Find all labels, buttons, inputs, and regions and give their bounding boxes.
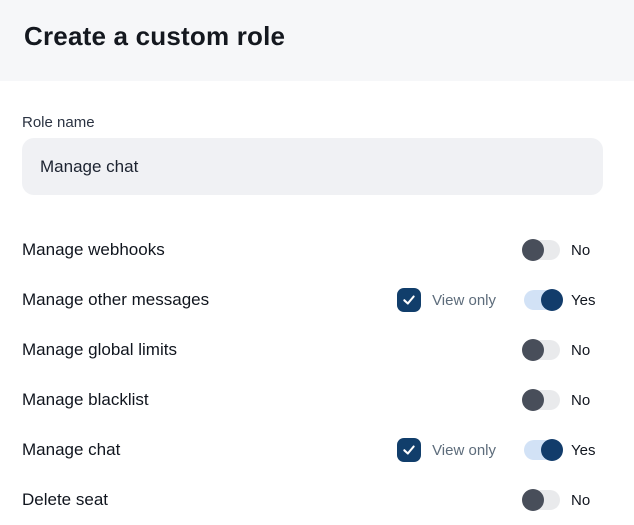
toggle-state-label: No (571, 391, 591, 409)
permission-row: Manage chat View only Yes (22, 425, 603, 475)
permission-toggle[interactable] (524, 289, 563, 311)
permission-row: Manage global limits No (22, 325, 603, 375)
toggle-state-label: Yes (571, 441, 596, 459)
permission-toggle[interactable] (522, 339, 560, 361)
role-name-label: Role name (22, 114, 95, 131)
view-only-control[interactable]: View only (397, 288, 496, 312)
permission-label: Delete seat (22, 490, 108, 509)
toggle-state-label: No (571, 341, 591, 359)
view-only-label: View only (432, 291, 496, 309)
toggle-knob (522, 389, 544, 411)
permission-controls: View only Yes (397, 288, 603, 312)
view-only-control[interactable]: View only (397, 438, 496, 462)
permission-label: Manage global limits (22, 340, 177, 359)
permission-row: Manage blacklist No (22, 375, 603, 425)
permission-label: Manage other messages (22, 290, 210, 309)
view-only-label: View only (432, 441, 496, 459)
toggle-state-label: Yes (571, 291, 596, 309)
role-name-input[interactable] (22, 138, 603, 195)
permission-controls: View only Yes (397, 438, 603, 462)
toggle-knob (522, 489, 544, 511)
permission-label: Manage blacklist (22, 390, 149, 409)
permission-row: Manage webhooks No (22, 225, 603, 275)
permission-controls: No (522, 489, 603, 511)
view-only-checkbox[interactable] (397, 438, 422, 462)
toggle-state-label: No (571, 241, 591, 259)
permission-row: Delete seat No (22, 475, 603, 525)
toggle-knob (522, 339, 544, 361)
permission-row: Manage other messages View only Yes (22, 275, 603, 325)
permission-label: Manage webhooks (22, 240, 165, 259)
check-icon (403, 295, 415, 305)
permission-controls: No (522, 389, 603, 411)
permission-toggle[interactable] (522, 389, 560, 411)
permission-toggle[interactable] (522, 239, 560, 261)
toggle-knob (522, 239, 544, 261)
permission-controls: No (522, 339, 603, 361)
permission-toggle[interactable] (522, 489, 560, 511)
toggle-knob (541, 439, 563, 461)
permission-toggle[interactable] (524, 439, 563, 461)
view-only-checkbox[interactable] (397, 288, 422, 312)
permission-controls: No (522, 239, 603, 261)
dialog-title: Create a custom role (24, 21, 286, 51)
toggle-knob (541, 289, 563, 311)
dialog-body: Role name Manage webhooks No Manage othe… (0, 114, 634, 525)
toggle-state-label: No (571, 491, 591, 509)
permission-label: Manage chat (22, 440, 121, 459)
dialog-header: Create a custom role (0, 0, 634, 81)
permissions-list: Manage webhooks No Manage other messages… (22, 225, 603, 525)
check-icon (403, 445, 415, 455)
